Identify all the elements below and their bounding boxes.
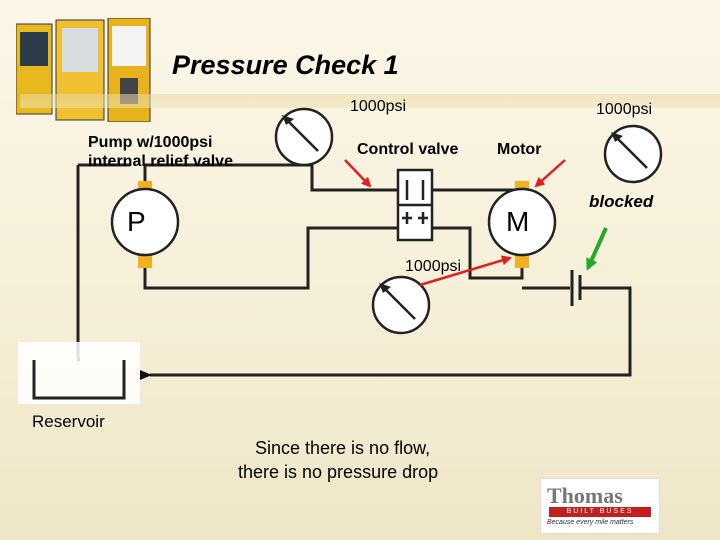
arrow-to-motor [534,159,566,188]
block-to-return-line [140,286,632,380]
pump [110,181,180,268]
gauge-lower-reading: 1000psi [405,258,462,275]
logo-sub: BUILT BUSES [549,507,651,517]
title-underline [20,94,720,108]
motor-bottom-port [515,254,529,268]
arrow-to-motor-bottom [419,255,512,287]
pump-bottom-port [138,254,152,268]
pump-symbol-label: P [127,206,146,237]
arrow-to-valve [344,159,372,188]
pump-circle [110,187,180,257]
pump-gauge [274,107,334,167]
control-valve [396,168,434,242]
blocked-symbol [570,270,582,306]
valve-to-motor-bottom-line [430,226,524,280]
gauge-top-center-reading: 1000psi [350,98,407,115]
gauge-top-right-reading: 1000psi [596,101,653,118]
green-arrow-blocked [586,227,608,271]
motor-side-gauge [603,124,663,184]
motor-label: Motor [497,141,542,158]
motor-symbol-label: M [506,206,530,237]
logo-brand: Thomas [547,483,623,508]
valve-to-motor-line [430,183,524,192]
motor [487,181,557,268]
control-valve-label: Control valve [357,141,459,158]
thomas-logo: Thomas BUILT BUSES Because every mile ma… [540,478,660,534]
pump-return-line [143,226,400,290]
return-gauge [371,275,431,335]
blocked-label: blocked [589,192,654,211]
reservoir-suction-line [76,165,80,362]
explanation-line-1: Since there is no flow, [255,438,431,458]
logo-tagline: Because every mile matters [547,519,634,526]
reservoir-label: Reservoir [32,412,105,431]
pump-description-label: Pump w/1000psi internal relief valve [88,134,233,170]
explanation-line-2: there is no pressure drop [238,462,439,482]
reservoir-tank [18,342,140,404]
motor-circle [487,187,557,257]
red-arrows [344,159,566,287]
slide-title: Pressure Check 1 [172,50,399,80]
